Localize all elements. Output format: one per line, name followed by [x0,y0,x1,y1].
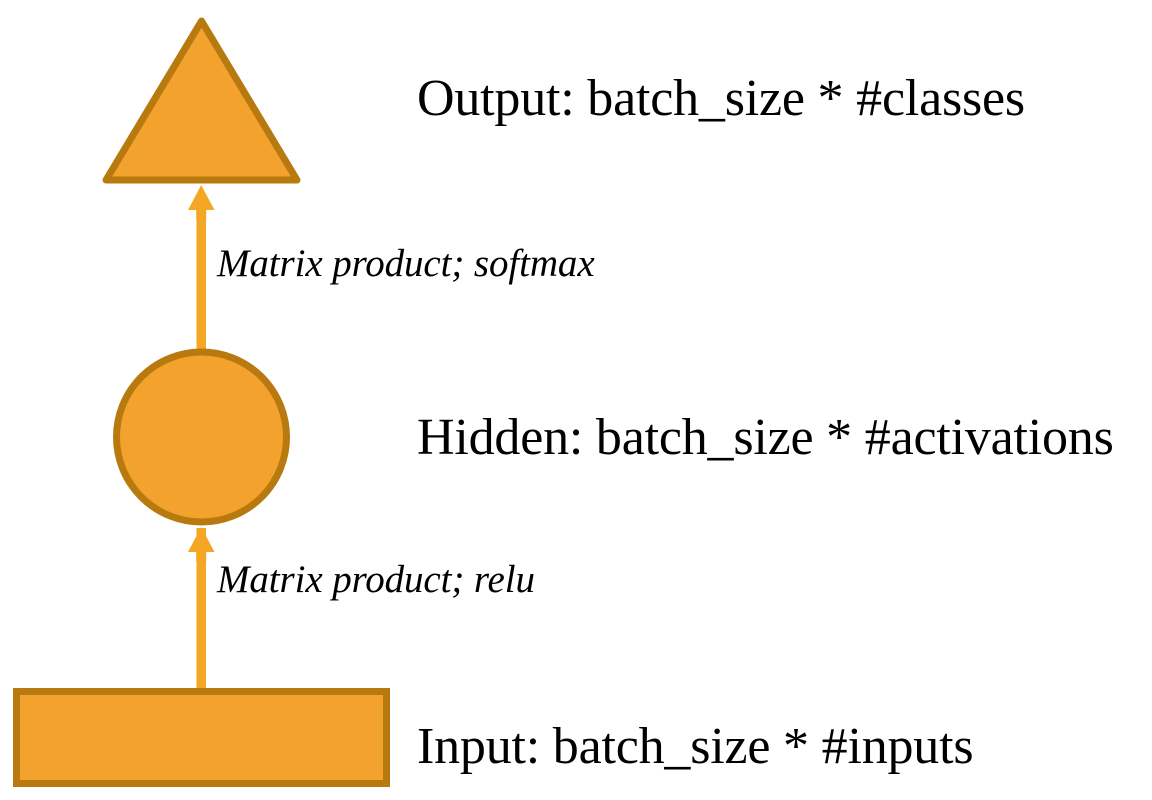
node-output-triangle[interactable] [102,17,301,184]
edge-label-hidden-to-output: Matrix product; softmax [217,242,595,285]
node-input-rectangle[interactable] [13,688,390,787]
node-label-hidden: Hidden: batch_size * #activations [417,409,1114,466]
node-label-output: Output: batch_size * #classes [417,70,1025,127]
node-label-input: Input: batch_size * #inputs [417,718,974,775]
node-hidden-circle[interactable] [113,348,290,526]
edge-hidden-to-output-arrow [188,185,215,358]
edge-label-input-to-hidden: Matrix product; relu [217,558,535,601]
edge-input-to-hidden-arrow [188,527,215,690]
